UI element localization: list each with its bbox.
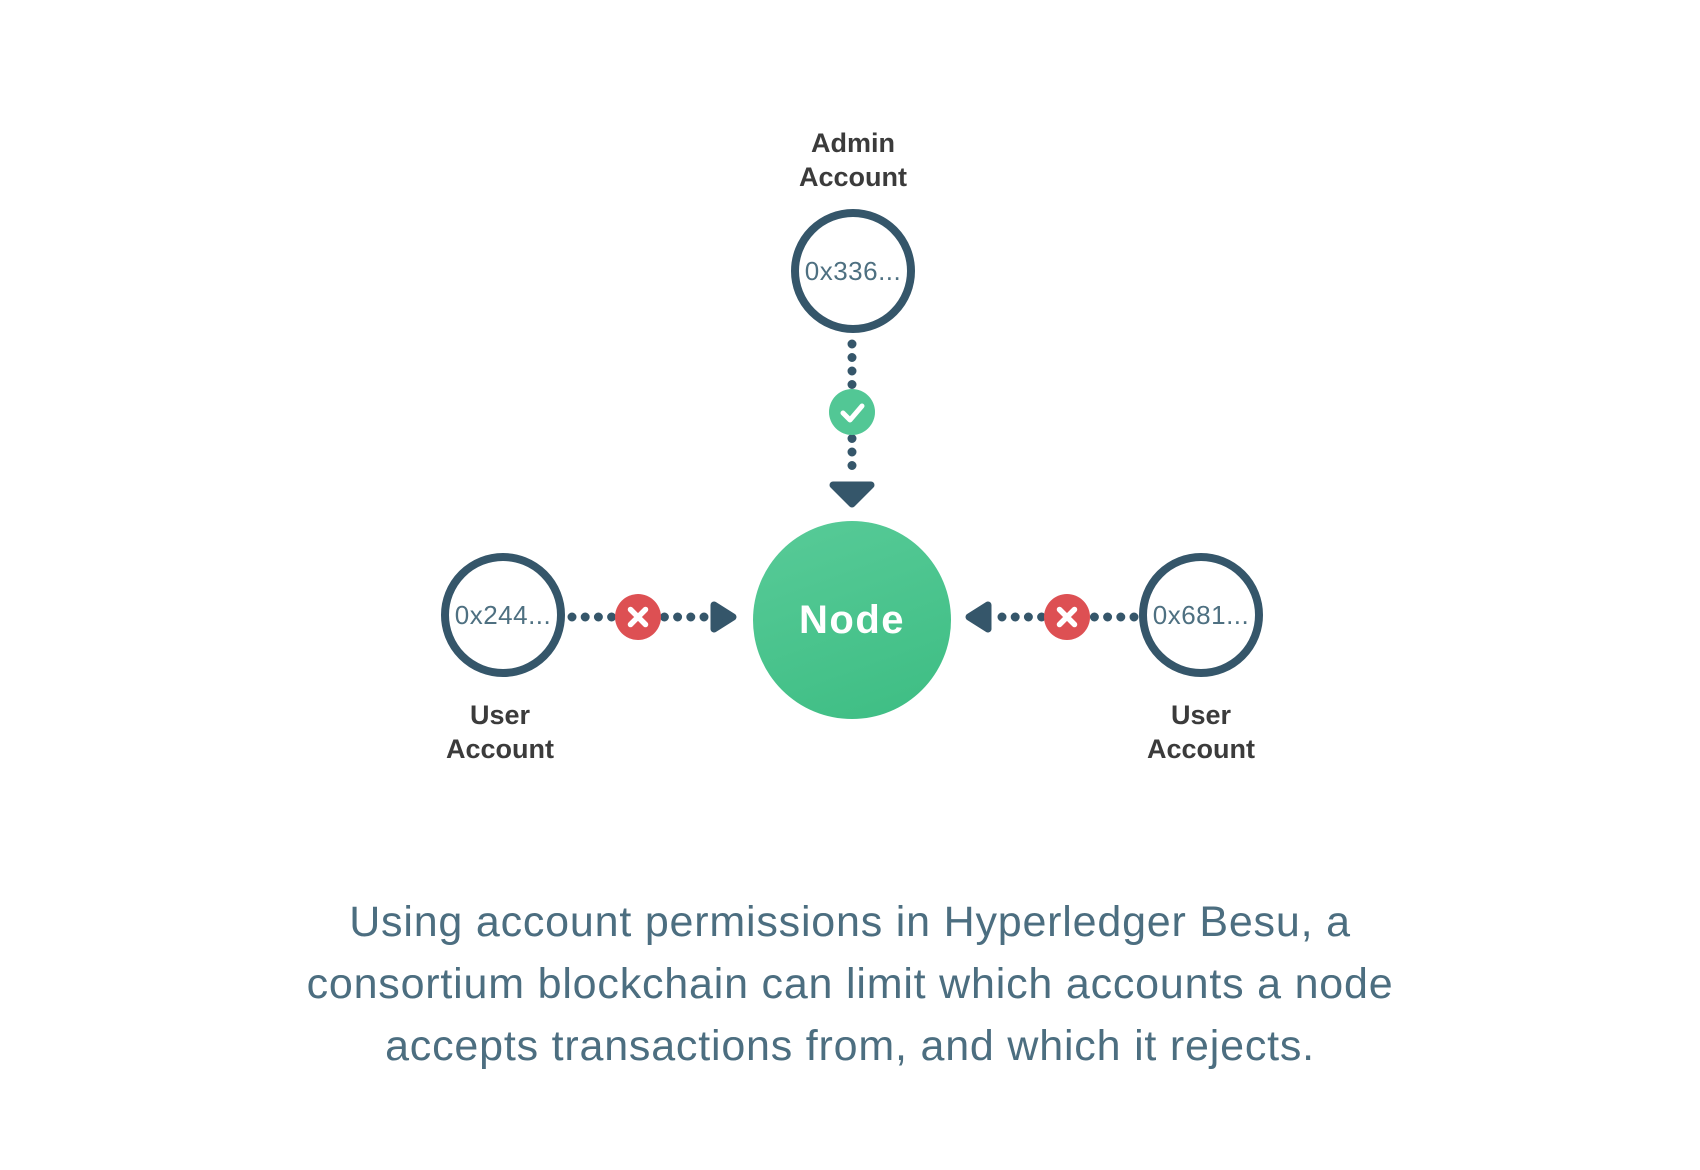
- admin-account-circle: 0x336...: [791, 209, 915, 333]
- arrowhead-down-icon: [829, 481, 875, 508]
- arrowhead-left-icon: [965, 601, 992, 633]
- caption-line-3: accepts transactions from, and which it …: [385, 1022, 1315, 1070]
- caption: Using account permissions in Hyperledger…: [150, 891, 1550, 1077]
- deny-badge-left: [615, 594, 661, 640]
- caption-line-2: consortium blockchain can limit which ac…: [306, 960, 1394, 1008]
- left-user-account-label-line2: Account: [446, 734, 554, 764]
- node-circle: Node: [753, 521, 951, 719]
- check-icon: [840, 403, 865, 423]
- allow-badge: [829, 389, 875, 435]
- admin-account-label-line1: Admin: [811, 128, 895, 158]
- left-user-account-label: User Account: [400, 698, 600, 766]
- arrowhead-right-icon: [710, 601, 737, 633]
- right-user-account-label: User Account: [1101, 698, 1301, 766]
- admin-account-label-line2: Account: [799, 162, 907, 192]
- admin-account-address: 0x336...: [804, 255, 902, 286]
- x-icon: [627, 606, 649, 628]
- admin-account-label: Admin Account: [753, 126, 953, 194]
- node-label: Node: [799, 597, 905, 642]
- left-user-account-address: 0x244...: [454, 599, 552, 630]
- left-user-account-circle: 0x244...: [441, 553, 565, 677]
- caption-line-1: Using account permissions in Hyperledger…: [349, 898, 1351, 946]
- right-user-account-circle: 0x681...: [1139, 553, 1263, 677]
- deny-badge-right: [1044, 594, 1090, 640]
- right-user-account-label-line2: Account: [1147, 734, 1255, 764]
- left-user-account-label-line1: User: [469, 700, 531, 730]
- right-user-account-label-line1: User: [1170, 700, 1232, 730]
- x-icon: [1056, 606, 1078, 628]
- right-user-account-address: 0x681...: [1152, 599, 1250, 630]
